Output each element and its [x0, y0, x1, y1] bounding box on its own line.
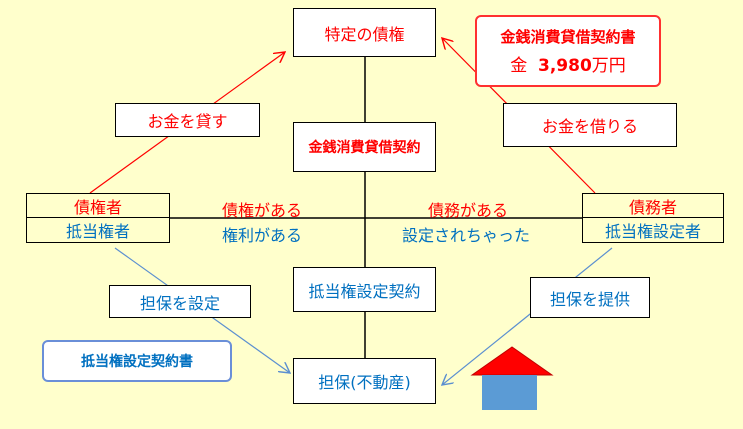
debtor-role: 債務者	[583, 194, 723, 218]
has-debt-text: 債務がある	[428, 201, 509, 220]
creditor-box: 債権者 抵当権者	[26, 193, 170, 243]
lend-money-label: お金を貸す	[115, 103, 260, 137]
loan-document-scroll: 金銭消費貸借契約書 金 3,980万円	[475, 15, 661, 87]
creditor-role: 債権者	[27, 194, 169, 218]
specific-claim-box: 特定の債権	[293, 8, 436, 57]
house-wall	[482, 375, 537, 410]
has-claim-text: 債権がある	[222, 201, 303, 220]
amount-value: 3,980	[538, 56, 592, 76]
provide-collateral-arrow	[442, 247, 613, 385]
mortgage-document-title: 抵当権設定契約書	[81, 354, 193, 370]
mortgage-contract-box: 抵当権設定契約	[293, 267, 436, 312]
loan-document-title: 金銭消費貸借契約書	[500, 28, 636, 46]
set-collateral-label: 担保を設定	[109, 285, 251, 318]
borrow-money-label: お金を借りる	[503, 103, 677, 147]
mortgage-document-scroll: 抵当権設定契約書	[42, 340, 232, 382]
mortgagee-role: 抵当権者	[65, 222, 130, 241]
provide-collateral-label: 担保を提供	[530, 277, 650, 318]
amount-prefix: 金	[510, 56, 528, 76]
debtor-box: 債務者 抵当権設定者	[582, 193, 724, 243]
has-right-text: 権利がある	[222, 226, 303, 245]
amount-unit: 万円	[591, 56, 626, 76]
mortgagor-role: 抵当権設定者	[604, 222, 701, 241]
was-set-text: 設定されちゃった	[402, 226, 531, 245]
loan-contract-box: 金銭消費貸借契約	[293, 122, 436, 172]
loan-amount: 金 3,980万円	[510, 51, 626, 76]
collateral-box: 担保(不動産)	[293, 358, 436, 404]
